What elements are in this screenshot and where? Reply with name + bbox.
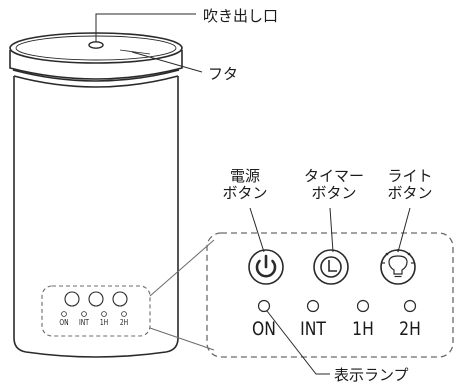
lamp-on-label: ON — [252, 318, 276, 340]
lid-label: フタ — [208, 65, 239, 83]
small-lamp-2h-label: 2H — [119, 318, 129, 327]
enlarged-control-panel — [206, 232, 454, 358]
small-timer-button — [88, 291, 104, 307]
timer-button-label-line2: ボタン — [311, 184, 357, 202]
light-bulb-icon — [382, 249, 414, 278]
power-button-label: 電源 ボタン — [215, 168, 275, 202]
small-lamp-int — [81, 311, 87, 317]
lamp-on — [257, 299, 271, 313]
lamp-2h — [403, 299, 417, 313]
lamp-1h — [356, 299, 370, 313]
power-leader — [249, 207, 265, 253]
light-leader — [397, 207, 411, 253]
lid-highlight — [119, 49, 151, 55]
timer-button-label: タイマー ボタン — [296, 168, 372, 202]
lamp-int — [306, 299, 320, 313]
small-lamp-1h — [101, 311, 107, 317]
humidifier-body — [9, 32, 183, 358]
power-button-label-line2: ボタン — [222, 184, 268, 202]
light-button-label-line1: ライト — [387, 167, 433, 185]
body-control-panel — [41, 285, 151, 337]
power-button-label-line1: 電源 — [229, 167, 260, 185]
leader-lines — [95, 13, 411, 375]
lamp-2h-label: 2H — [399, 318, 421, 340]
zoom-connectors — [149, 239, 215, 351]
lid-leader — [131, 51, 203, 73]
small-lamp-2h — [121, 311, 127, 317]
clock-icon — [320, 256, 342, 278]
small-lamp-on — [61, 311, 67, 317]
light-button — [380, 249, 416, 285]
timer-button — [313, 249, 349, 285]
lamp-1h-label: 1H — [352, 318, 374, 340]
small-lamp-on-label: ON — [59, 318, 69, 327]
lamp-leader — [266, 310, 330, 375]
outlet-leader — [95, 13, 196, 42]
power-icon — [255, 254, 277, 278]
small-power-button — [64, 291, 80, 307]
small-light-button — [112, 291, 128, 307]
outlet-label: 吹き出し口 — [203, 7, 279, 25]
lamp-int-label: INT — [300, 318, 326, 340]
timer-leader — [329, 207, 334, 253]
power-button — [248, 249, 284, 285]
indicator-lamp-label: 表示ランプ — [334, 366, 409, 384]
timer-button-label-line1: タイマー — [303, 167, 364, 185]
light-button-label: ライト ボタン — [380, 168, 440, 202]
light-button-label-line2: ボタン — [387, 184, 433, 202]
small-lamp-int-label: INT — [79, 318, 89, 327]
small-lamp-1h-label: 1H — [99, 318, 109, 327]
